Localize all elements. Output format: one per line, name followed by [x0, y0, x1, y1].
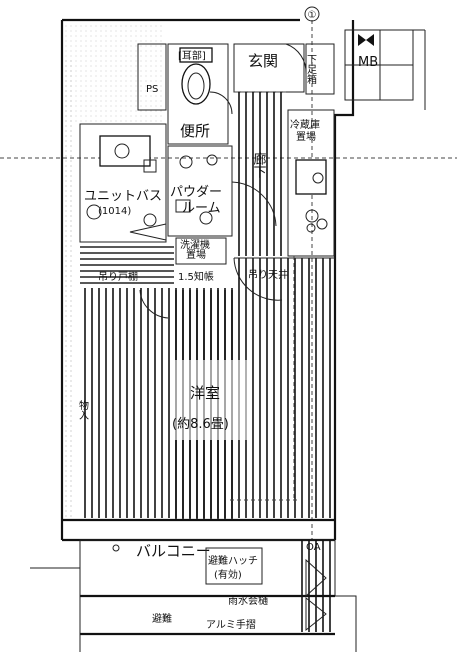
washer-space-label-1: 洗濯機 [180, 238, 210, 251]
powder-room-label-1: パウダー [170, 185, 222, 200]
outdoor-ac-label: OA [306, 542, 321, 553]
pipe-space: PS [137, 43, 167, 111]
shoe-box [305, 43, 335, 95]
dot-texture-top [64, 22, 164, 122]
toilet-tank-icon [179, 47, 213, 63]
sink-icon [295, 159, 327, 195]
balcony-edge-label: 雨水会樋 [228, 594, 268, 607]
entrance-label: 玄関 [248, 52, 278, 70]
stove-burner-icon [305, 209, 319, 223]
corridor-label: 廊下 [251, 151, 267, 178]
storage-right-label: 吊り天井 [248, 268, 288, 281]
washer-space-label-2: 置場 [186, 248, 206, 261]
balcony-label: バルコニー [136, 542, 211, 560]
washer-space: 洗濯機 置場 1.5知帳 [175, 237, 227, 283]
unit-bath-label: ユニットバス [84, 189, 162, 204]
eaves-label: 避難 [152, 612, 172, 625]
meter-box-label: MB [358, 55, 378, 70]
toilet-room: [耳部] 便所 [167, 43, 229, 145]
toilet-bowl-icon [181, 63, 211, 105]
toilet-fixture-label: [耳部] [178, 49, 206, 62]
toilet-label: 便所 [180, 122, 210, 140]
grid-marker-circle [304, 6, 320, 22]
entrance-area: 玄関 下足箱 [233, 43, 335, 95]
bath-faucet-icon [99, 135, 151, 167]
railing-label: アルミ手摺 [206, 618, 256, 631]
pipe-space-label: PS [146, 84, 158, 95]
powder-room: パウダー ルーム [167, 145, 277, 237]
powder-room-label-2: ルーム [182, 201, 221, 216]
fridge-space-label-2: 置場 [296, 130, 316, 143]
western-room-size: (約8.6畳) [172, 417, 229, 432]
fridge-space-label-1: 冷蔵庫 [290, 118, 320, 131]
evacuation-hatch-label-1: 避難ハッチ [208, 554, 258, 567]
meter-box: MB [344, 29, 426, 110]
unit-bath-size: (1014) [98, 206, 131, 217]
evacuation-hatch [205, 547, 263, 585]
western-room: 洋室 (約8.6畳) 吊り戸棚 吊り天井 物入 [77, 244, 335, 520]
storage-upper-label: 吊り戸棚 [98, 270, 138, 283]
unit-bath: ユニットバス (1014) [79, 123, 167, 243]
shoe-box-label: 下足箱 [305, 54, 317, 85]
dot-texture-left [64, 60, 74, 520]
wash-basin-icon [179, 155, 193, 169]
grid-marker: ① [308, 10, 317, 21]
storage-left-label: 物入 [77, 399, 89, 420]
balcony: OA バルコニー 避難ハッチ (有効) 雨水会樋 避難 アルミ手摺 [30, 539, 357, 652]
washer-size-label: 1.5知帳 [178, 270, 214, 283]
bath-drain-icon [86, 204, 102, 220]
door-swing-toilet [209, 91, 233, 115]
western-room-label: 洋室 [190, 384, 220, 402]
corridor: 廊下 [234, 92, 286, 256]
kitchen-area: 冷蔵庫 置場 [287, 109, 335, 257]
evacuation-hatch-label-2: (有効) [214, 568, 242, 581]
